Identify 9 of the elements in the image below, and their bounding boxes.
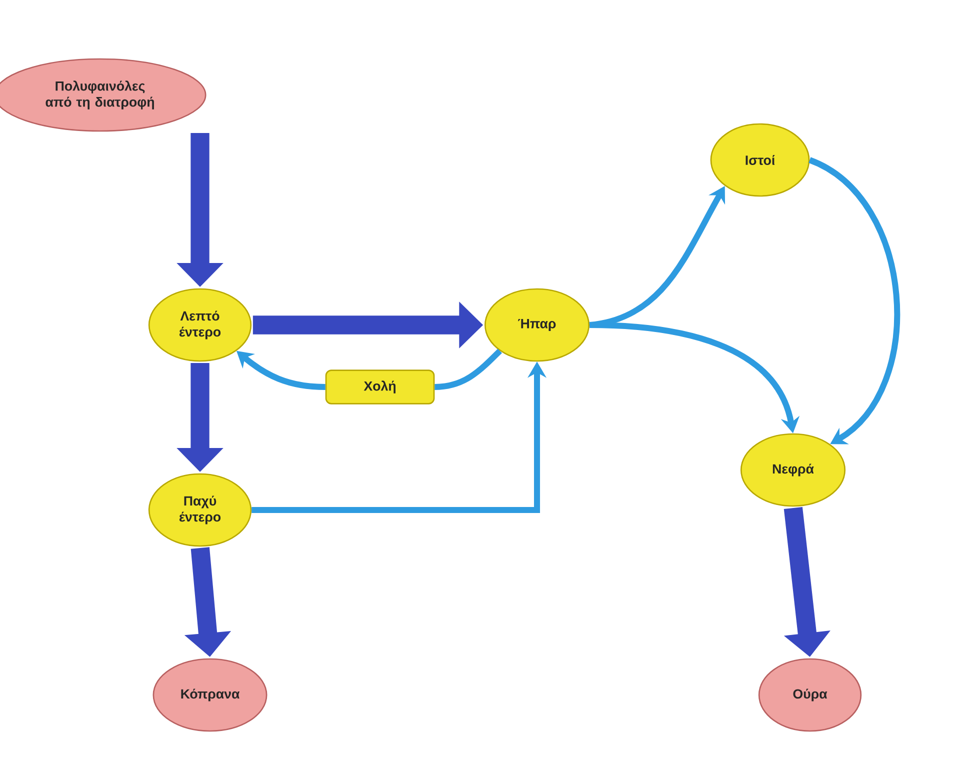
- arrow: [808, 157, 900, 444]
- ellipse-node: Κόπρανα: [152, 658, 268, 732]
- ball-node: Ήπαρ: [484, 288, 590, 362]
- ball-node: Λεπτό έντερο: [148, 288, 252, 362]
- ball-node: Ιστοί: [710, 123, 810, 197]
- ball-node: Παχύ έντερο: [148, 473, 252, 547]
- ball-node: Νεφρά: [740, 433, 846, 507]
- label-box: Χολή: [325, 370, 435, 404]
- ellipse-node: Ούρα: [758, 658, 862, 732]
